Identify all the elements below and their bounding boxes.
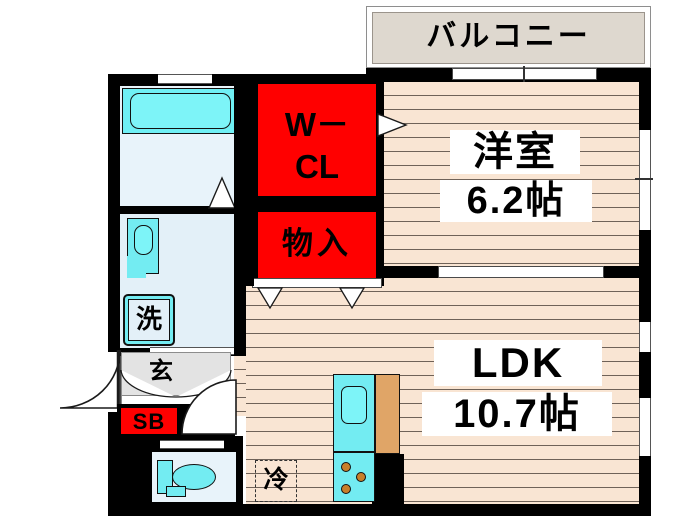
shoe-box-label: SB <box>132 409 166 434</box>
stove-burner-3 <box>341 484 351 494</box>
western-room-area: 6.2帖 <box>440 180 592 222</box>
toilet-base <box>166 486 186 497</box>
washer-label: 洗 <box>135 304 162 334</box>
washer-space-inner <box>128 299 170 341</box>
balcony-floor <box>372 12 645 64</box>
bathtub-inner <box>130 93 231 129</box>
kitchen-counter-fixture <box>375 374 400 454</box>
storage-label: 物入 <box>282 226 352 261</box>
wcl-door-arrow-icon <box>377 112 408 138</box>
stove-fixture <box>333 452 375 502</box>
storage-sliding-door[interactable] <box>252 278 382 288</box>
ldk-floor <box>246 278 639 504</box>
room-ldk-sliding-door[interactable] <box>438 266 604 278</box>
balcony-label: バルコニー <box>426 20 591 53</box>
entrance-front-door-icon[interactable] <box>58 349 122 412</box>
washroom-wall-right <box>234 86 246 356</box>
wcl-label-line2: CL <box>295 148 339 185</box>
washroom-door-icon[interactable] <box>181 379 238 436</box>
bathroom-door-icon[interactable] <box>205 176 239 210</box>
entrance-label: 玄 <box>149 358 173 385</box>
storage-door-triangles-icon <box>256 287 366 310</box>
refrigerator-label: 冷 <box>263 466 289 494</box>
toilet-bowl <box>172 464 216 490</box>
western-room-window[interactable] <box>639 130 651 230</box>
toilet-door[interactable] <box>160 440 224 449</box>
vanity-basin <box>134 225 153 255</box>
ldk-area: 10.7帖 <box>422 392 612 436</box>
storage-closet <box>258 212 376 278</box>
corridor-floor <box>234 356 246 416</box>
bathroom-wall-bottom <box>120 206 242 214</box>
vanity-notch <box>127 256 146 278</box>
ldk-window[interactable] <box>639 322 651 352</box>
exterior-wall-left <box>108 74 120 423</box>
exterior-wall-bottom <box>108 504 651 516</box>
ldk-label: LDK <box>434 340 602 386</box>
balcony-sliding-door-mullion <box>523 66 525 82</box>
western-room-window-mullion <box>635 178 653 180</box>
kitchen-counter-base <box>372 454 404 504</box>
wcl-label-line1: W－ <box>284 106 350 143</box>
ldk-window-lower[interactable] <box>639 398 651 456</box>
western-room-label: 洋室 <box>450 130 580 174</box>
stove-burner-2 <box>356 472 366 482</box>
shoe-box <box>121 408 177 434</box>
stove-burner-1 <box>341 462 351 472</box>
walk-in-closet <box>258 84 376 196</box>
refrigerator-space <box>255 460 297 502</box>
kitchen-sink-basin <box>341 386 367 424</box>
bathroom-window[interactable] <box>158 74 212 84</box>
